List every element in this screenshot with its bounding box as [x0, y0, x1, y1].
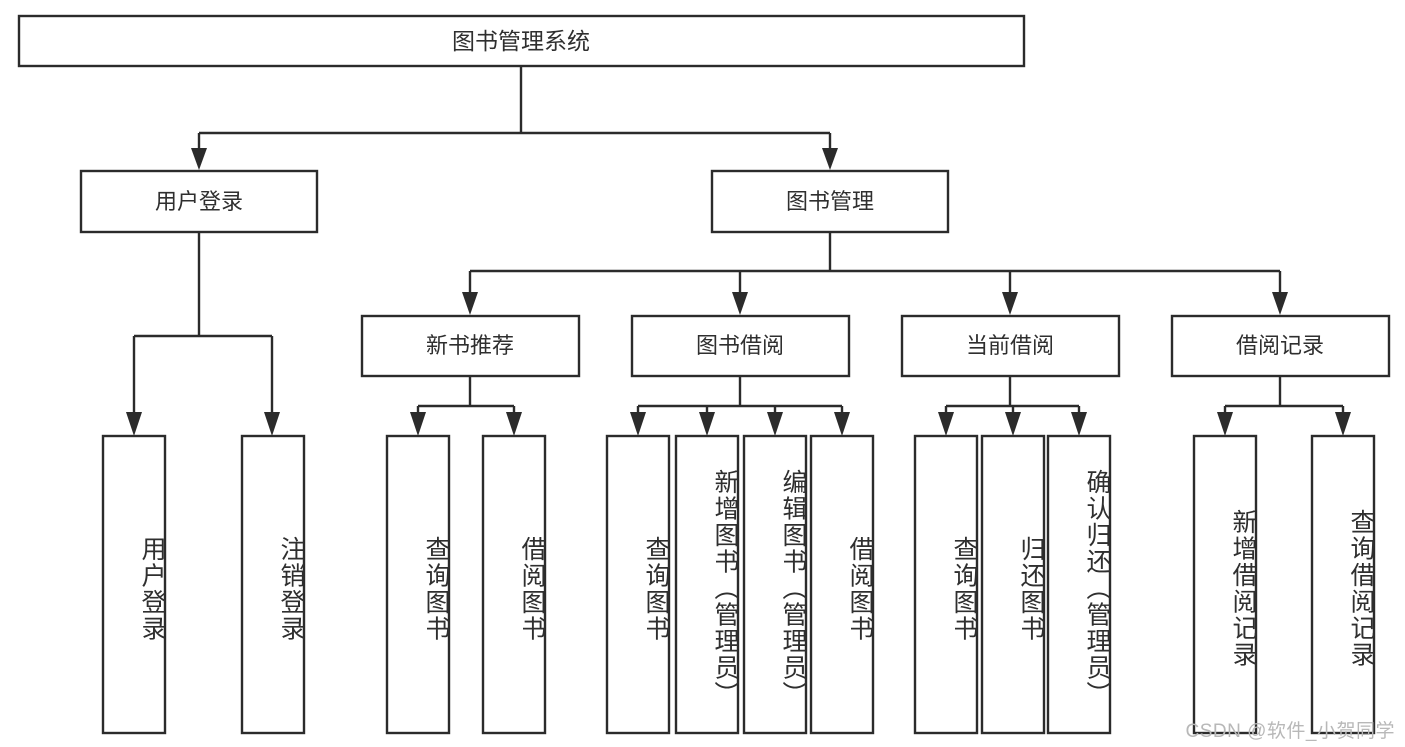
node-borrow-record-label: 借阅记录 — [1236, 333, 1324, 358]
arrow-head-book-borrow-4 — [834, 412, 850, 436]
arrow-head-level2-1 — [191, 148, 207, 170]
node-current-borrow-label: 当前借阅 — [966, 333, 1054, 358]
node-book-borrow-box[interactable] — [630, 314, 851, 378]
leaf-box-new-book-1[interactable] — [481, 434, 547, 735]
node-book-manage-label: 图书管理 — [786, 189, 874, 214]
arrow-head-current-borrow-2 — [1005, 412, 1021, 436]
arrow-head-user-login-2 — [264, 412, 280, 436]
node-borrow-record-box[interactable] — [1170, 314, 1391, 378]
node-book-borrow-label: 图书借阅 — [696, 333, 784, 358]
arrow-head-book-borrow-3 — [767, 412, 783, 436]
leaf-box-borrow-record-1[interactable] — [1310, 434, 1376, 735]
leaf-box-user-login-1[interactable] — [240, 434, 306, 735]
node-new-book-recommend-label: 新书推荐 — [426, 333, 514, 358]
leaf-box-current-borrow-1[interactable] — [980, 434, 1046, 735]
arrow-head-new-book-1 — [410, 412, 426, 436]
arrow-head-borrow-record-2 — [1335, 412, 1351, 436]
arrow-head-book-borrow-2 — [699, 412, 715, 436]
node-book-manage-box[interactable] — [710, 169, 950, 234]
arrow-head-level3-3 — [1002, 292, 1018, 315]
leaf-box-book-borrow-3[interactable] — [809, 434, 875, 735]
arrow-head-current-borrow-3 — [1071, 412, 1087, 436]
arrow-head-current-borrow-1 — [938, 412, 954, 436]
node-new-book-recommend-box[interactable] — [360, 314, 581, 378]
node-user-login-label: 用户登录 — [155, 189, 243, 214]
arrow-head-level3-4 — [1272, 292, 1288, 315]
leaf-box-book-borrow-1[interactable] — [674, 434, 740, 735]
node-root-box[interactable] — [17, 14, 1026, 68]
leaf-box-new-book-0[interactable] — [385, 434, 451, 735]
arrow-head-level2-2 — [822, 148, 838, 170]
arrow-head-book-borrow-1 — [630, 412, 646, 436]
leaf-box-current-borrow-0[interactable] — [913, 434, 979, 735]
leaf-box-user-login-0[interactable] — [101, 434, 167, 735]
leaf-box-book-borrow-0[interactable] — [605, 434, 671, 735]
arrow-head-level3-2 — [732, 292, 748, 315]
arrow-head-user-login-1 — [126, 412, 142, 436]
node-current-borrow-box[interactable] — [900, 314, 1121, 378]
arrow-head-borrow-record-1 — [1217, 412, 1233, 436]
leaf-box-borrow-record-0[interactable] — [1192, 434, 1258, 735]
arrow-head-level3-1 — [462, 292, 478, 315]
watermark-text: CSDN @软件_小贺同学 — [1185, 721, 1395, 742]
node-root-label: 图书管理系统 — [452, 28, 590, 54]
leaf-box-current-borrow-2[interactable] — [1046, 434, 1112, 735]
leaf-box-book-borrow-2[interactable] — [742, 434, 808, 735]
arrow-head-new-book-2 — [506, 412, 522, 436]
